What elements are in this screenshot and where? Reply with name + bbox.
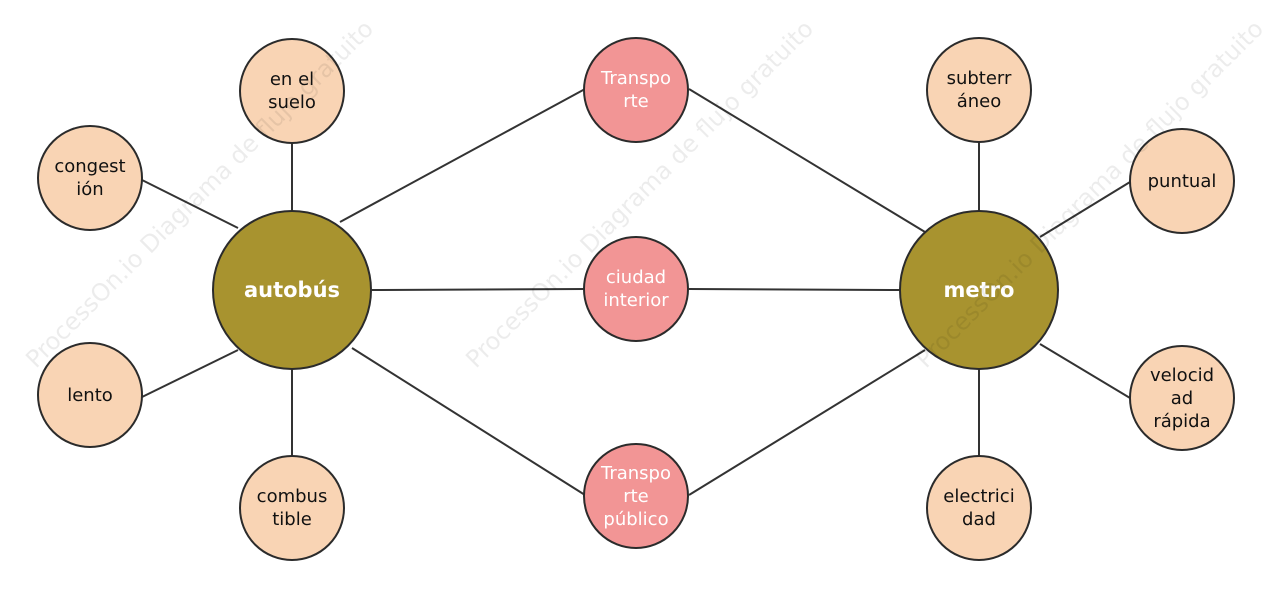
node-transporte-label: Transpo rte xyxy=(600,68,671,112)
edge-metro-puntual xyxy=(1039,181,1131,238)
node-subterraneo-label: subterr áneo xyxy=(946,68,1012,112)
hub-metro-label: metro xyxy=(943,277,1015,302)
edge-autobus-lento xyxy=(141,349,239,398)
edge-transporte-metro xyxy=(688,88,926,233)
node-lento[interactable]: lento xyxy=(37,342,143,448)
node-combustible-label: combus tible xyxy=(256,486,328,530)
edge-transporte-publico-metro xyxy=(688,349,926,496)
node-ciudad-interior[interactable]: ciudad interior xyxy=(583,236,689,342)
edge-autobus-transporte xyxy=(339,88,586,223)
edge-autobus-congestion xyxy=(141,179,239,229)
node-puntual[interactable]: puntual xyxy=(1129,128,1235,234)
edge-autobus-transporte-publico xyxy=(351,347,586,496)
node-transporte[interactable]: Transpo rte xyxy=(583,37,689,143)
node-electricidad-label: electrici dad xyxy=(943,486,1015,530)
node-congestion[interactable]: congest ión xyxy=(37,125,143,231)
node-ciudad-interior-label: ciudad interior xyxy=(603,267,669,311)
node-lento-label: lento xyxy=(67,384,113,406)
edge-metro-velocidad-rapida xyxy=(1039,343,1131,399)
edge-ciudad-interior-metro xyxy=(688,288,901,291)
node-velocidad-rapida-label: velocid ad rápida xyxy=(1149,364,1215,432)
node-transporte-publico-label: Transpo rte público xyxy=(600,462,671,530)
node-combustible[interactable]: combus tible xyxy=(239,455,345,561)
hub-autobus-label: autobús xyxy=(243,277,341,302)
hub-metro[interactable]: metro xyxy=(899,210,1059,370)
node-transporte-publico[interactable]: Transpo rte público xyxy=(583,443,689,549)
edge-autobus-ciudad-interior xyxy=(371,288,586,291)
node-puntual-label: puntual xyxy=(1147,170,1217,192)
hub-autobus[interactable]: autobús xyxy=(212,210,372,370)
node-en-el-suelo[interactable]: en el suelo xyxy=(239,38,345,144)
node-velocidad-rapida[interactable]: velocid ad rápida xyxy=(1129,345,1235,451)
node-en-el-suelo-label: en el suelo xyxy=(268,69,316,113)
node-electricidad[interactable]: electrici dad xyxy=(926,455,1032,561)
node-congestion-label: congest ión xyxy=(54,156,126,200)
node-subterraneo[interactable]: subterr áneo xyxy=(926,37,1032,143)
